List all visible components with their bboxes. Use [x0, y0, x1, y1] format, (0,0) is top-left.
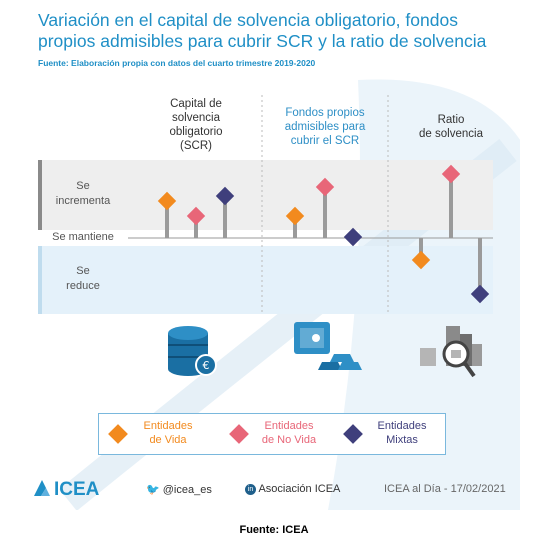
incrementa-line-2: incrementa [55, 195, 111, 207]
stem-mixtas-0 [223, 196, 227, 238]
source-note: Fuente: ICEA [239, 524, 309, 536]
fondos-line-3: cubrir el SCR [290, 135, 360, 147]
column-header-fondos: Fondos propios admisibles para cubrir el… [270, 106, 380, 148]
twitter-link[interactable]: 🐦 @icea_es [146, 483, 212, 496]
marker-vida-2 [411, 250, 431, 270]
stem-vida-0 [165, 201, 169, 238]
scr-line-3: obligatorio [169, 126, 223, 138]
chart-subtitle: Fuente: Elaboración propia con datos del… [38, 58, 316, 68]
ratio-line-2: de solvencia [419, 128, 483, 140]
legend-label-mixtas: Entidades Mixtas [367, 419, 437, 447]
legend-swatch-no-vida [229, 424, 249, 444]
legend-label-no-vida: Entidades de No Vida [249, 419, 329, 447]
buildings-magnifier-icon [420, 326, 482, 378]
legend-swatch-vida [108, 424, 128, 444]
incrementa-line-1: Se [76, 180, 90, 192]
row-label-mantiene: Se mantiene [52, 231, 114, 243]
legend: Entidades de Vida Entidades de No Vida E… [98, 413, 446, 455]
icea-logo: ICEA [34, 479, 100, 500]
column-header-ratio: Ratio de solvencia [396, 113, 506, 141]
chart-title: Variación en el capital de solvencia obl… [38, 10, 518, 52]
row-label-reduce: Se reduce [43, 264, 123, 294]
marker-no_vida-1 [315, 177, 335, 197]
stem-vida-1 [293, 216, 297, 238]
reduce-line-2: reduce [66, 280, 100, 292]
stem-no_vida-1 [323, 187, 327, 238]
legend-mixtas-2: Mixtas [386, 434, 418, 446]
band-incrementa-marker [38, 160, 42, 230]
legend-no-vida-1: Entidades [264, 420, 314, 432]
scr-line-4: (SCR) [180, 140, 212, 152]
fondos-line-1: Fondos propios [285, 107, 365, 119]
stem-mixtas-2 [478, 238, 482, 294]
row-label-incrementa: Se incrementa [43, 179, 123, 209]
legend-no-vida-2: de No Vida [261, 434, 317, 446]
band-reduce-marker [38, 246, 42, 314]
scr-line-2: solvencia [172, 112, 220, 124]
svg-text:ICEA: ICEA [54, 479, 100, 500]
linkedin-icon: in [245, 483, 256, 495]
scr-line-1: Capital de [170, 98, 222, 110]
legend-label-vida: Entidades de Vida [133, 419, 203, 447]
band-incrementa [38, 160, 493, 230]
safe-gold-bars-icon [294, 322, 362, 370]
legend-vida-1: Entidades [143, 420, 193, 432]
reduce-line-1: Se [76, 265, 90, 277]
fondos-line-2: admisibles para [284, 121, 366, 133]
marker-no_vida-0 [186, 206, 206, 226]
stem-no_vida-0 [194, 216, 198, 238]
marker-mixtas-2 [470, 284, 490, 304]
marker-vida-1 [285, 206, 305, 226]
footer-date: ICEA al Día - 17/02/2021 [384, 483, 506, 495]
svg-text:€: € [203, 359, 210, 372]
title-line-1: Variación en el capital de solvencia obl… [38, 10, 458, 30]
ratio-line-1: Ratio [437, 114, 465, 126]
coins-stack-icon: € [168, 326, 217, 376]
title-line-2: propios admisibles para cubrir SCR y la … [38, 31, 487, 51]
linkedin-handle: Asociación ICEA [258, 483, 341, 495]
legend-vida-2: de Vida [149, 434, 187, 446]
column-header-scr: Capital de solvencia obligatorio (SCR) [141, 97, 251, 153]
stem-vida-2 [419, 238, 423, 260]
twitter-icon: 🐦 [146, 484, 160, 496]
marker-mixtas-0 [215, 186, 235, 206]
stem-no_vida-2 [449, 174, 453, 238]
marker-vida-0 [157, 191, 177, 211]
marker-mixtas-1 [343, 227, 363, 247]
legend-swatch-mixtas [343, 424, 363, 444]
twitter-handle: @icea_es [162, 484, 212, 496]
marker-no_vida-2 [441, 164, 461, 184]
legend-mixtas-1: Entidades [377, 420, 427, 432]
linkedin-link[interactable]: in Asociación ICEA [245, 483, 340, 495]
